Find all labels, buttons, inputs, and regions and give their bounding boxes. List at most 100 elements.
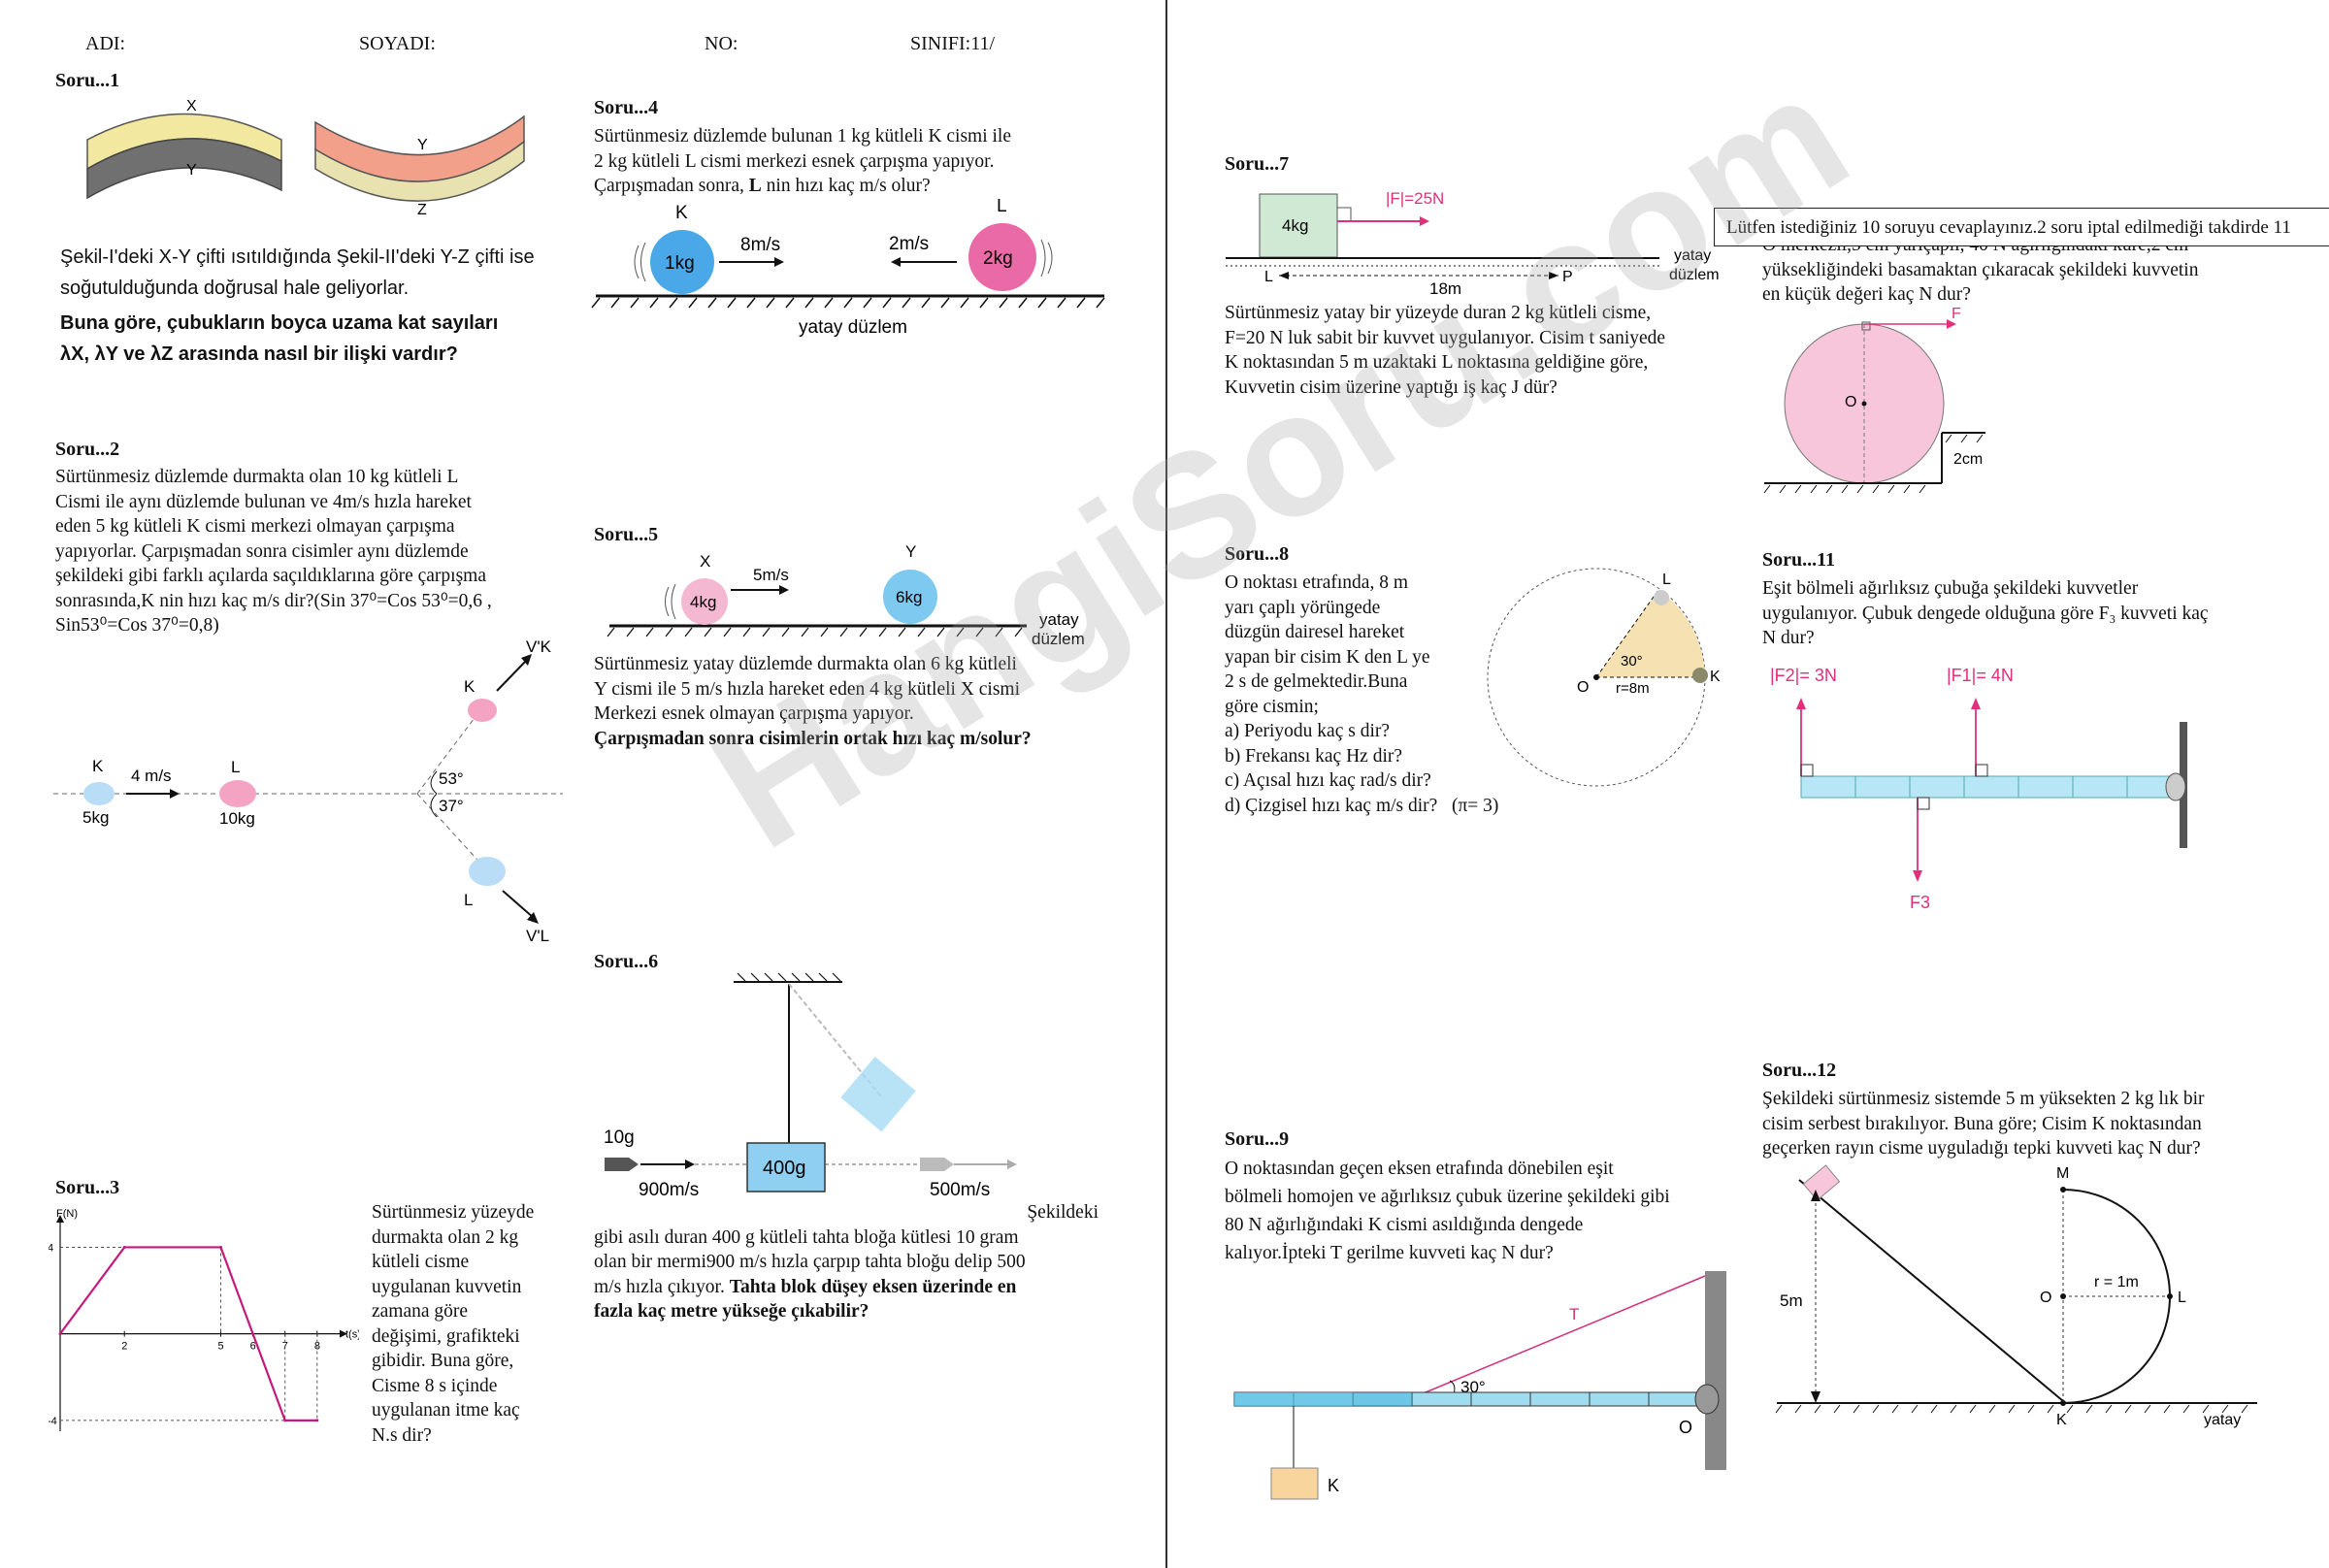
svg-text:400g: 400g	[763, 1158, 806, 1179]
q2-line: eden 5 kg kütleli K cismi merkezi olmaya…	[55, 516, 455, 537]
x-axis-label: t(s)	[345, 1329, 359, 1341]
q3-title: Soru...3	[55, 1177, 120, 1198]
q3-line: N.s dir?	[372, 1424, 432, 1446]
q6-line: olan bir mermi900 m/s hızla çarpıp tahta…	[594, 1252, 1026, 1272]
q1-label-z: Z	[417, 202, 427, 218]
q3-line: zamana göre	[372, 1301, 469, 1322]
svg-text:|F|=25N: |F|=25N	[1386, 189, 1444, 208]
q8-line: göre cismin;	[1225, 696, 1319, 717]
svg-text:yatay: yatay	[2204, 1412, 2241, 1428]
q1-text-3: Buna göre, çubukların boyca uzama kat sa…	[60, 312, 499, 334]
y-tick-label: 4	[49, 1242, 53, 1254]
q9-line: kalıyor.İpteki T gerilme kuvveti kaç N d…	[1225, 1243, 1554, 1263]
q3-line: gibidir. Buna göre,	[372, 1351, 514, 1371]
q10-line: yüksekliğindeki basamaktan çıkaracak şek…	[1762, 259, 2199, 280]
q3-line: Cisme 8 s içinde	[372, 1375, 498, 1396]
svg-text:X: X	[700, 552, 710, 571]
svg-text:r = 1m: r = 1m	[2094, 1274, 2139, 1290]
surname-label: SOYADI:	[359, 33, 436, 54]
q3-line: Sürtünmesiz yüzeyde	[372, 1202, 535, 1223]
svg-text:yatay: yatay	[1039, 610, 1079, 629]
q5-line-bold: Çarpışmadan sonra cisimlerin ortak hızı …	[594, 728, 1032, 749]
q12-text: Şekildeki sürtünmesiz sistemde 5 m yükse…	[1762, 1087, 2205, 1161]
q7-line: Sürtünmesiz yatay bir yüzeyde duran 2 kg…	[1225, 303, 1652, 323]
svg-text:O: O	[1845, 394, 1856, 410]
q8-line: a) Periyodu kaç s dir?	[1225, 721, 1391, 741]
q8-line: c) Açısal hızı kaç rad/s dir?	[1225, 770, 1431, 791]
q2-line: yapıyorlar. Çarpışmadan sonra cisimler a…	[55, 540, 469, 562]
svg-text:F3: F3	[1910, 893, 1930, 912]
q7-figure: 4kg |F|=25N L P 18m yatay düzlem	[1226, 189, 1720, 298]
q1-title: Soru...1	[55, 70, 120, 91]
q5-line: Sürtünmesiz yatay düzlemde durmakta olan…	[594, 654, 1017, 674]
svg-text:18m: 18m	[1429, 279, 1461, 298]
svg-text:6kg: 6kg	[896, 588, 922, 606]
svg-text:V'K: V'K	[526, 637, 552, 656]
q4-title: Soru...4	[594, 97, 659, 118]
page-divider	[1165, 0, 1167, 1568]
x-tick-label: 5	[218, 1341, 224, 1353]
svg-text:yatay düzlem: yatay düzlem	[799, 317, 907, 338]
data-point	[315, 1419, 319, 1422]
svg-text:L: L	[231, 758, 240, 776]
svg-text:30°: 30°	[1621, 653, 1643, 670]
svg-text:F: F	[1952, 307, 1961, 322]
svg-text:L: L	[997, 199, 1007, 216]
q8-line: yapan bir cisim K den L ye	[1225, 646, 1430, 668]
svg-text:O: O	[1577, 679, 1589, 696]
svg-text:|F1|= 4N: |F1|= 4N	[1947, 666, 2014, 685]
svg-text:8m/s: 8m/s	[740, 235, 780, 255]
svg-text:K: K	[92, 757, 104, 775]
svg-text:5m: 5m	[1780, 1291, 1803, 1310]
svg-text:|F2|= 3N: |F2|= 3N	[1770, 666, 1837, 685]
q6-line: m/s hızla çıkıyor. Tahta blok düşey ekse…	[594, 1276, 1017, 1297]
svg-text:37°: 37°	[439, 797, 464, 815]
svg-text:T: T	[1569, 1305, 1579, 1323]
svg-text:K: K	[1328, 1476, 1339, 1495]
data-point	[219, 1245, 223, 1249]
svg-text:L: L	[2178, 1290, 2186, 1306]
q3-text: Sürtünmesiz yüzeyde durmakta olan 2 kg k…	[372, 1200, 534, 1448]
q8-line: 2 s de gelmektedir.Buna	[1225, 671, 1408, 692]
q1-text-1: Şekil-I'deki X-Y çifti ısıtıldığında Şek…	[60, 246, 535, 268]
svg-text:K: K	[464, 677, 476, 696]
q2-figure: K 5kg 4 m/s L 10kg K V'K L V'L 53° 37°	[53, 637, 563, 945]
q2-line: Sürtünmesiz düzlemde durmakta olan 10 kg…	[55, 467, 459, 487]
svg-text:500m/s: 500m/s	[930, 1180, 990, 1200]
q6-text: Şekildeki gibi asılı duran 400 g kütleli…	[594, 1200, 1099, 1324]
q11-figure: |F2|= 3N |F1|= 4N O F3	[1770, 666, 2187, 912]
q4-figure: 1kg K 8m/s 2kg L 2m/s yatay düzlem	[591, 199, 1105, 338]
q4-line: 2 kg kütleli L cismi merkezi esnek çarpı…	[594, 150, 995, 172]
q3-line: uygulanan itme kaç	[372, 1400, 520, 1421]
q12-figure: M O L K r = 1m 5m yatay	[1775, 1164, 2257, 1428]
q2-line: şekildeki gibi farklı açılarda saçıldıkl…	[55, 566, 486, 586]
svg-text:K: K	[1710, 669, 1721, 685]
q7-line: K noktasından 5 m uzaktaki L noktasına g…	[1225, 352, 1649, 373]
svg-text:4kg: 4kg	[1282, 216, 1308, 235]
svg-text:4 m/s: 4 m/s	[131, 767, 172, 785]
q1-label-y2: Y	[417, 137, 428, 153]
q3-line: kütleli cisme	[372, 1252, 470, 1272]
q9-title: Soru...9	[1225, 1128, 1290, 1150]
svg-text:P: P	[1562, 269, 1573, 285]
q1-text-4: λX, λY ve λZ arasında nasıl bir ilişki v…	[60, 343, 458, 365]
svg-text:O: O	[1679, 1418, 1692, 1437]
q6-line: gibi asılı duran 400 g kütleli tahta blo…	[594, 1226, 1019, 1248]
svg-text:K: K	[675, 203, 688, 223]
q7-text: Sürtünmesiz yatay bir yüzeyde duran 2 kg…	[1225, 301, 1665, 400]
q8-line: yarı çaplı yörüngede	[1225, 597, 1381, 618]
instruction-notice: Lütfen istediğiniz 10 soruyu cevaplayını…	[1714, 208, 2329, 246]
q5-text: Sürtünmesiz yatay düzlemde durmakta olan…	[594, 652, 1032, 751]
x-tick-label: 2	[121, 1341, 127, 1353]
q7-line: F=20 N luk sabit bir kuvvet uygulanıyor.…	[1225, 327, 1666, 348]
x-axis-arrow	[340, 1329, 347, 1338]
q3-line: değişimi, grafikteki	[372, 1325, 520, 1347]
svg-text:V'L: V'L	[526, 927, 549, 945]
q8-line: O noktası etrafında, 8 m	[1225, 572, 1408, 593]
q4-text: Sürtünmesiz düzlemde bulunan 1 kg kütlel…	[594, 124, 1011, 199]
q9-figure: T 30° O K	[1233, 1271, 1726, 1500]
y-tick-label: -4	[49, 1416, 57, 1427]
class-label: SINIFI:11/	[910, 33, 996, 54]
q7-title: Soru...7	[1225, 153, 1290, 175]
data-point	[283, 1419, 287, 1422]
